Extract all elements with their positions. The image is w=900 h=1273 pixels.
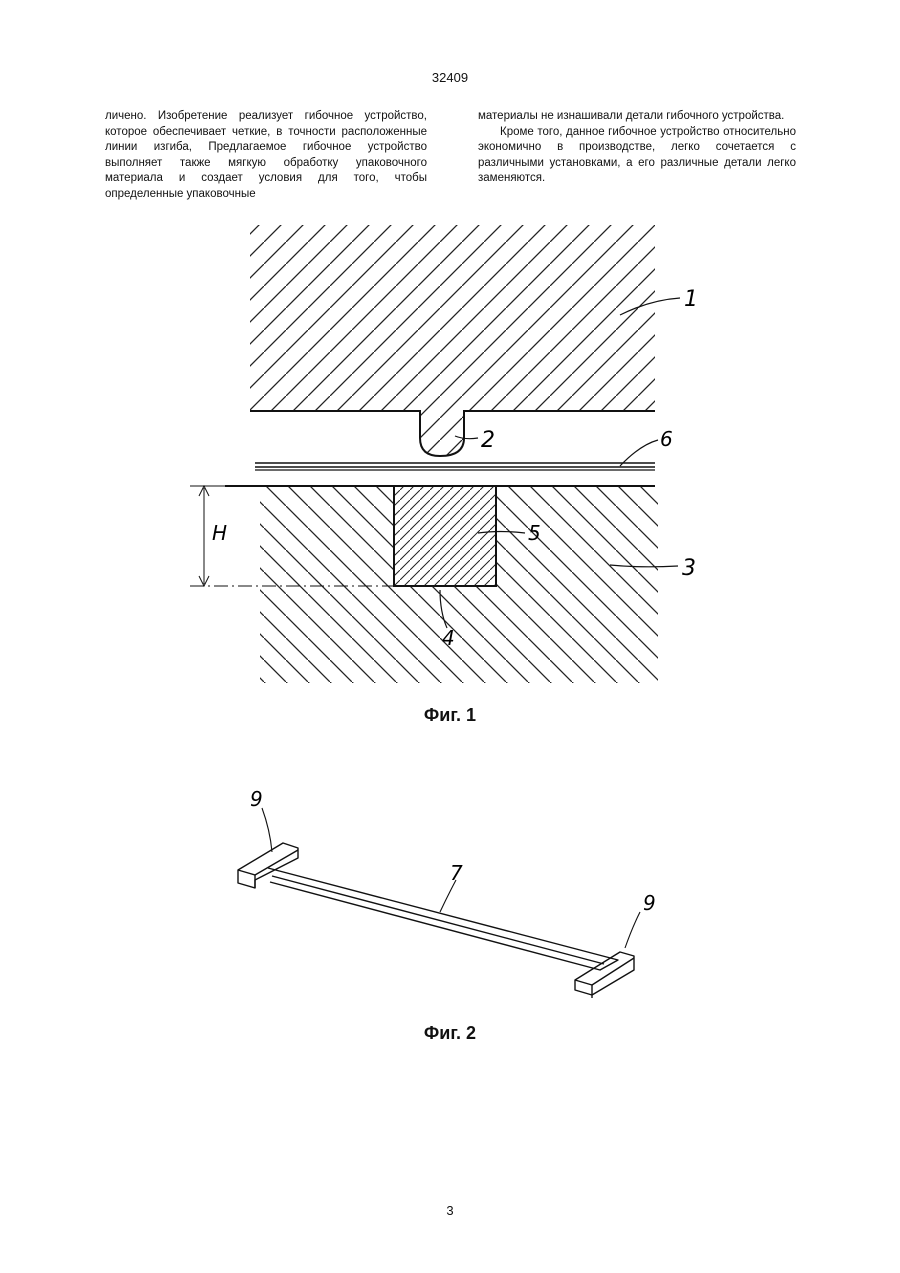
text-column-right: материалы не изнашивали детали гибочного… xyxy=(478,109,796,187)
figure-1-drawing: 1 2 6 5 3 4 H xyxy=(0,215,900,695)
label-2: 2 xyxy=(481,428,495,453)
paragraph: материалы не изнашивали детали гибочного… xyxy=(478,109,796,125)
label-3: 3 xyxy=(682,556,696,581)
label-H: H xyxy=(212,521,227,545)
page-number: 3 xyxy=(0,1203,900,1218)
paragraph: Кроме того, данное гибочное устройство о… xyxy=(478,125,796,187)
label-7: 7 xyxy=(450,861,463,885)
figure-2-caption: Фиг. 2 xyxy=(0,1023,900,1044)
label-4: 4 xyxy=(442,626,455,650)
text-column-left: личено. Изобретение реализует гибочное у… xyxy=(105,109,427,203)
label-9-left: 9 xyxy=(250,787,263,811)
label-5: 5 xyxy=(528,521,541,545)
document-number: 32409 xyxy=(0,70,900,85)
label-9-right: 9 xyxy=(643,891,656,915)
label-1: 1 xyxy=(684,287,698,312)
figure-2-drawing: 9 7 9 xyxy=(0,780,900,1010)
upper-block xyxy=(250,225,655,456)
paragraph: личено. Изобретение реализует гибочное у… xyxy=(105,109,427,203)
figure-1-caption: Фиг. 1 xyxy=(0,705,900,726)
label-6: 6 xyxy=(660,427,673,451)
